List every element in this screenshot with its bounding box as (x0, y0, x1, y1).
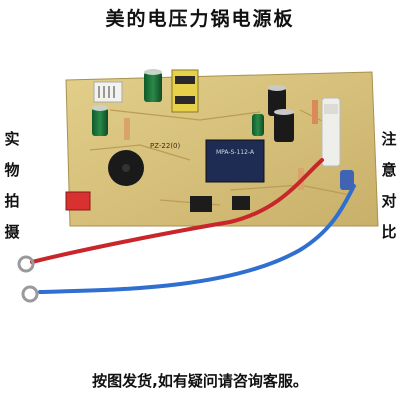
page-title: 美的电压力锅电源板 (105, 8, 295, 30)
power-resistor (321, 97, 341, 167)
capacitor-4 (274, 109, 294, 142)
right-note-char: 对 (381, 192, 397, 210)
blue-wire (38, 184, 356, 294)
transformer (171, 69, 199, 113)
board-code-label: PZ-22(0) (150, 142, 181, 150)
red-connector (65, 191, 91, 211)
capacitor-2 (92, 105, 108, 136)
relay: MPA-S-112-A (205, 139, 265, 183)
right-vertical-note: 注 意 对 比 (379, 124, 399, 248)
left-note-char: 实 (4, 130, 20, 148)
resistor-1 (124, 118, 130, 140)
black-connector-2 (232, 196, 250, 210)
pcb-traces (89, 109, 351, 206)
ring-terminal-2 (21, 285, 39, 303)
left-vertical-note: 实 物 拍 摄 (2, 124, 22, 248)
red-wire (30, 158, 324, 264)
right-note-char: 意 (381, 161, 397, 179)
capacitor-1 (144, 69, 162, 102)
left-note-char: 摄 (4, 223, 20, 241)
black-connector-1 (190, 196, 212, 212)
blue-capacitor (340, 170, 354, 190)
relay-label: MPA-S-112-A (216, 149, 255, 156)
footer-note: 按图发货,如有疑问请咨询客服。 (92, 372, 308, 390)
right-note-char: 比 (381, 223, 397, 241)
capacitor-3 (268, 85, 286, 116)
resistor-2 (312, 100, 318, 124)
left-note-char: 物 (4, 161, 20, 179)
capacitor-5 (252, 114, 264, 136)
right-note-char: 注 (381, 130, 397, 148)
left-note-char: 拍 (4, 192, 20, 210)
ring-terminal-1 (17, 255, 35, 273)
